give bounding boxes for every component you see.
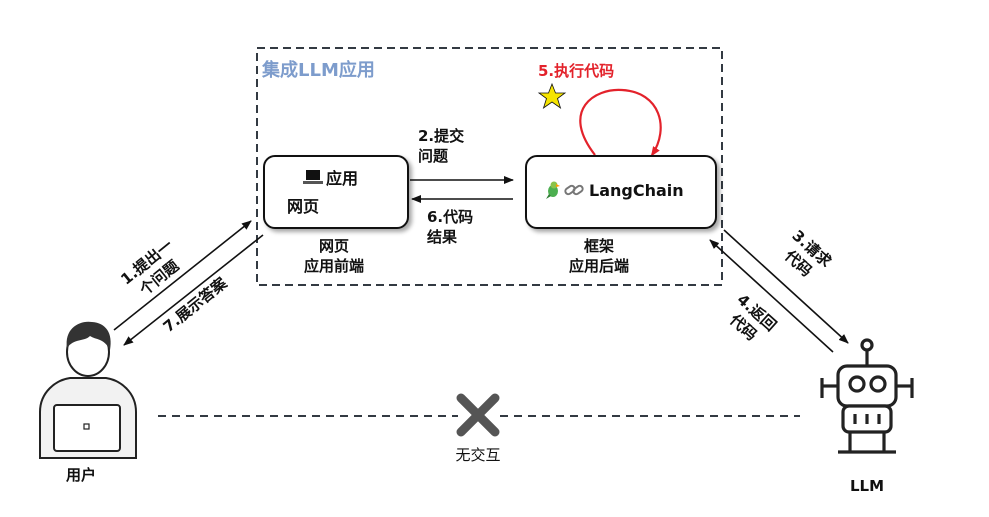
step-2-line1: 2.提交 — [418, 127, 465, 145]
user-with-laptop-icon — [39, 321, 137, 459]
arrow-request-code — [723, 229, 849, 344]
backend-box: LangChain — [525, 155, 717, 229]
backend-box-label: LangChain — [589, 180, 684, 200]
link-icon — [563, 180, 585, 200]
frontend-box-line1: 应用 — [326, 169, 359, 188]
loop-execute-code — [579, 88, 662, 157]
robot-icon — [820, 338, 914, 454]
arrow-return-code — [709, 239, 834, 353]
step-6-line2: 结果 — [427, 228, 458, 246]
no-interaction-label: 无交互 — [455, 446, 501, 464]
star-icon — [537, 82, 567, 110]
arrow-show-answer — [123, 234, 264, 346]
frontend-box: 应用 网页 — [263, 155, 409, 229]
backend-caption: 框架 应用后端 — [559, 236, 639, 276]
frontend-box-line2: 网页 — [287, 197, 320, 216]
arrow-ask-question — [113, 220, 252, 331]
step-2-line2: 问题 — [418, 147, 449, 165]
parrot-icon — [543, 180, 563, 200]
llm-label: LLM — [849, 477, 885, 495]
user-label: 用户 — [65, 466, 96, 484]
step-6-line1: 6.代码 — [427, 208, 474, 226]
step-2-label: 2.提交 问题 — [418, 126, 464, 166]
cross-icon — [456, 393, 500, 437]
laptop-icon — [303, 169, 323, 185]
step-6-label: 6.代码 结果 — [427, 207, 473, 247]
frontend-caption-line1: 网页 — [318, 237, 349, 255]
container-title: 集成LLM应用 — [262, 60, 375, 81]
backend-caption-line2: 应用后端 — [568, 257, 629, 275]
frontend-caption-line2: 应用前端 — [303, 257, 364, 275]
frontend-caption: 网页 应用前端 — [294, 236, 374, 276]
step-5-label: 5.执行代码 — [538, 62, 615, 80]
backend-caption-line1: 框架 — [583, 237, 614, 255]
